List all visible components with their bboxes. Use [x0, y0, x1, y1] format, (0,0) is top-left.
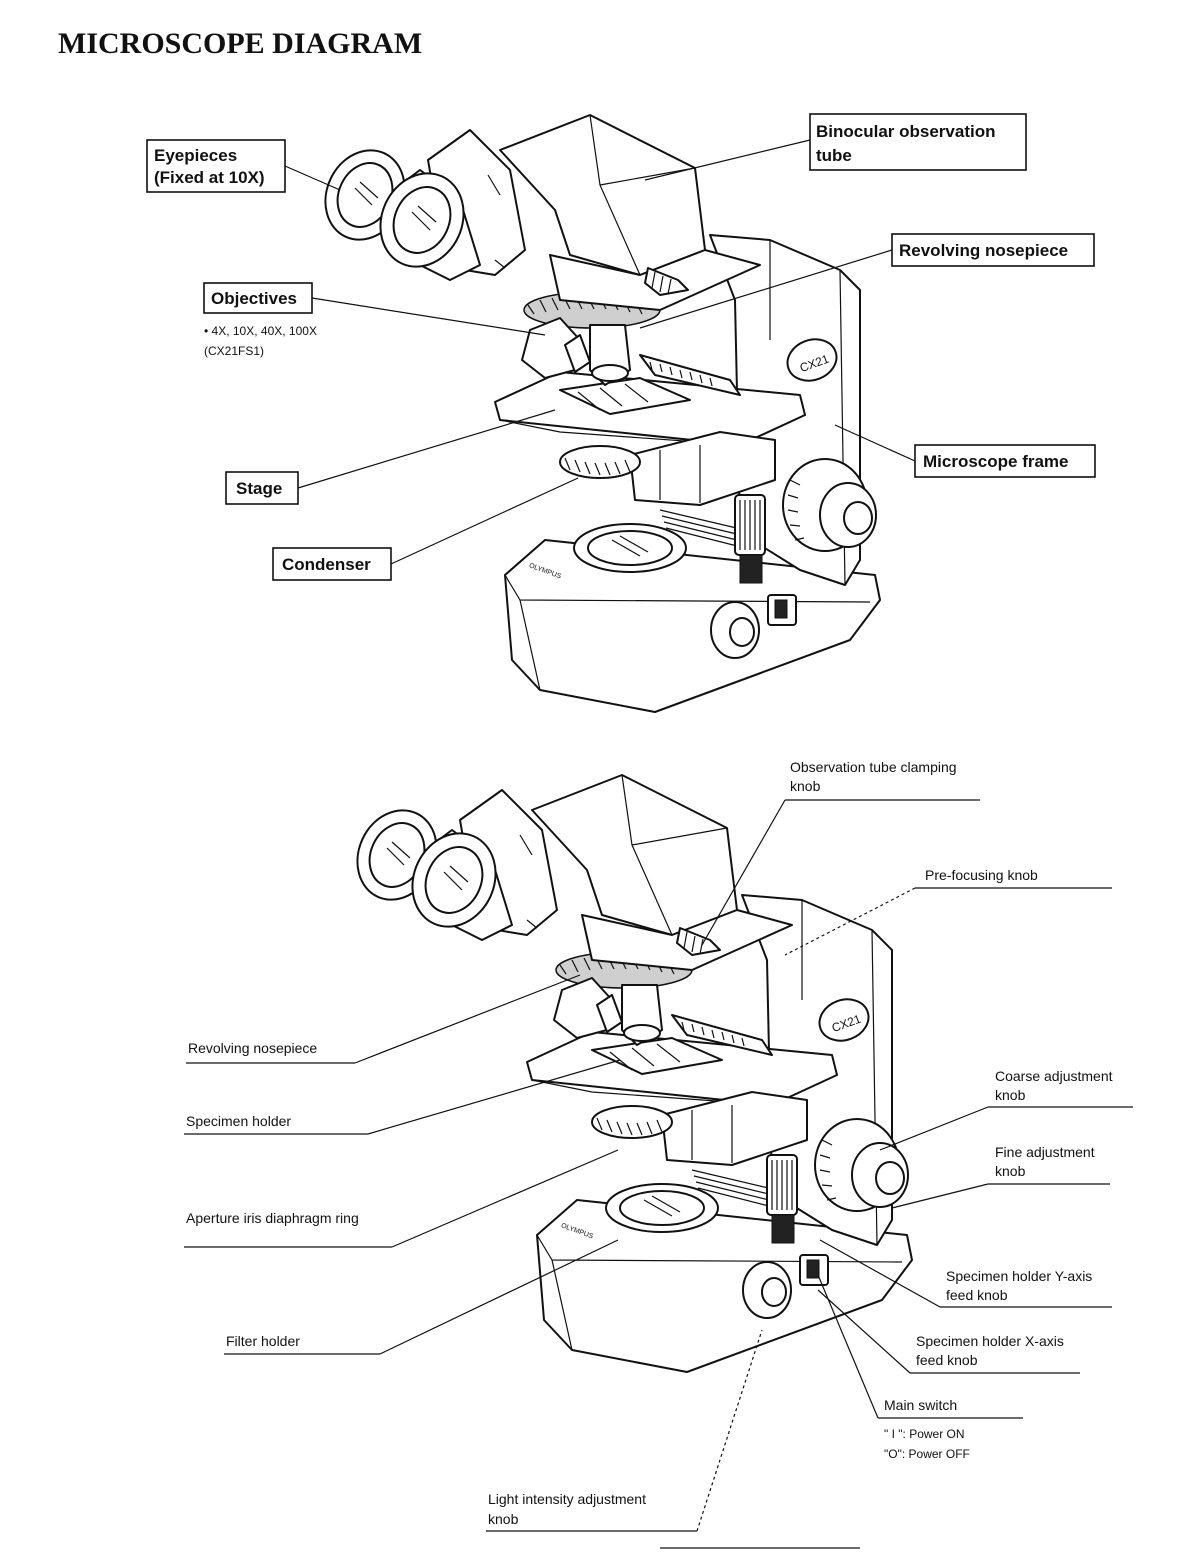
power-off-note: "O": Power OFF [884, 1447, 970, 1461]
microscope-top-illustration: CX21 OLYMPUS [310, 114, 881, 713]
svg-text:Fine adjustment: Fine adjustment [995, 1144, 1095, 1160]
svg-text:Eyepieces: Eyepieces [154, 146, 237, 165]
label-aperture-iris-ring: Aperture iris diaphragm ring [184, 1149, 619, 1248]
label-condenser: Condenser [272, 477, 579, 581]
svg-text:Condenser: Condenser [282, 555, 371, 574]
svg-text:Pre-focusing knob: Pre-focusing knob [925, 867, 1038, 883]
svg-text:Observation tube clamping: Observation tube clamping [790, 759, 957, 775]
label-microscope-frame: Microscope frame [834, 424, 1096, 478]
label-fine-adjustment-knob: Fine adjustment knob [891, 1144, 1110, 1209]
svg-text:feed knob: feed knob [946, 1287, 1008, 1303]
label-tube-clamping-knob: Observation tube clamping knob [701, 759, 980, 946]
label-stage: Stage [225, 409, 556, 505]
label-specimen-holder: Specimen holder [184, 1059, 621, 1135]
svg-text:knob: knob [488, 1511, 519, 1527]
label-objectives: Objectives • 4X, 10X, 40X, 100X (CX21FS1… [203, 282, 546, 358]
label-y-axis-feed-knob: Specimen holder Y-axis feed knob [819, 1239, 1112, 1308]
label-x-axis-feed-knob: Specimen holder X-axis feed knob [817, 1289, 1080, 1374]
svg-text:Revolving nosepiece: Revolving nosepiece [899, 241, 1068, 260]
label-pre-focusing-knob: Pre-focusing knob [784, 867, 1112, 956]
svg-text:tube: tube [816, 146, 852, 165]
svg-text:knob: knob [790, 778, 821, 794]
svg-text:Specimen holder: Specimen holder [186, 1113, 291, 1129]
label-filter-holder: Filter holder [224, 1239, 619, 1355]
microscope-bottom-illustration: CX21 OLYMPUS [342, 774, 913, 1373]
svg-text:Filter holder: Filter holder [226, 1333, 300, 1349]
label-coarse-adjustment-knob: Coarse adjustment knob [879, 1068, 1133, 1151]
svg-text:Aperture iris diaphragm ring: Aperture iris diaphragm ring [186, 1210, 359, 1226]
label-revolving-nosepiece-bottom: Revolving nosepiece [186, 974, 581, 1064]
svg-text:Coarse adjustment: Coarse adjustment [995, 1068, 1113, 1084]
svg-text:Specimen holder X-axis: Specimen holder X-axis [916, 1333, 1064, 1349]
label-main-switch: Main switch " I ": Power ON "O": Power O… [817, 1274, 1023, 1461]
svg-text:• 4X, 10X, 40X, 100X: • 4X, 10X, 40X, 100X [204, 324, 317, 338]
page-title: MICROSCOPE DIAGRAM [58, 27, 422, 60]
svg-text:feed knob: feed knob [916, 1352, 978, 1368]
svg-text:(Fixed at 10X): (Fixed at 10X) [154, 168, 265, 187]
svg-text:Objectives: Objectives [211, 289, 297, 308]
svg-text:(CX21FS1): (CX21FS1) [204, 344, 264, 358]
svg-text:Binocular observation: Binocular observation [816, 122, 995, 141]
label-light-intensity-knob: Light intensity adjustment knob [486, 1329, 763, 1532]
label-revolving-nosepiece-top: Revolving nosepiece [639, 233, 1095, 329]
svg-text:Main switch: Main switch [884, 1397, 957, 1413]
label-eyepieces: Eyepieces (Fixed at 10X) [146, 139, 341, 193]
svg-text:Microscope frame: Microscope frame [923, 452, 1069, 471]
svg-text:knob: knob [995, 1163, 1026, 1179]
svg-text:Light intensity adjustment: Light intensity adjustment [488, 1491, 646, 1507]
svg-text:Specimen holder Y-axis: Specimen holder Y-axis [946, 1268, 1092, 1284]
label-binocular-tube: Binocular observation tube [644, 113, 1027, 181]
svg-text:Stage: Stage [236, 479, 282, 498]
svg-text:knob: knob [995, 1087, 1026, 1103]
svg-text:Revolving nosepiece: Revolving nosepiece [188, 1040, 317, 1056]
power-on-note: " I ": Power ON [884, 1427, 965, 1441]
